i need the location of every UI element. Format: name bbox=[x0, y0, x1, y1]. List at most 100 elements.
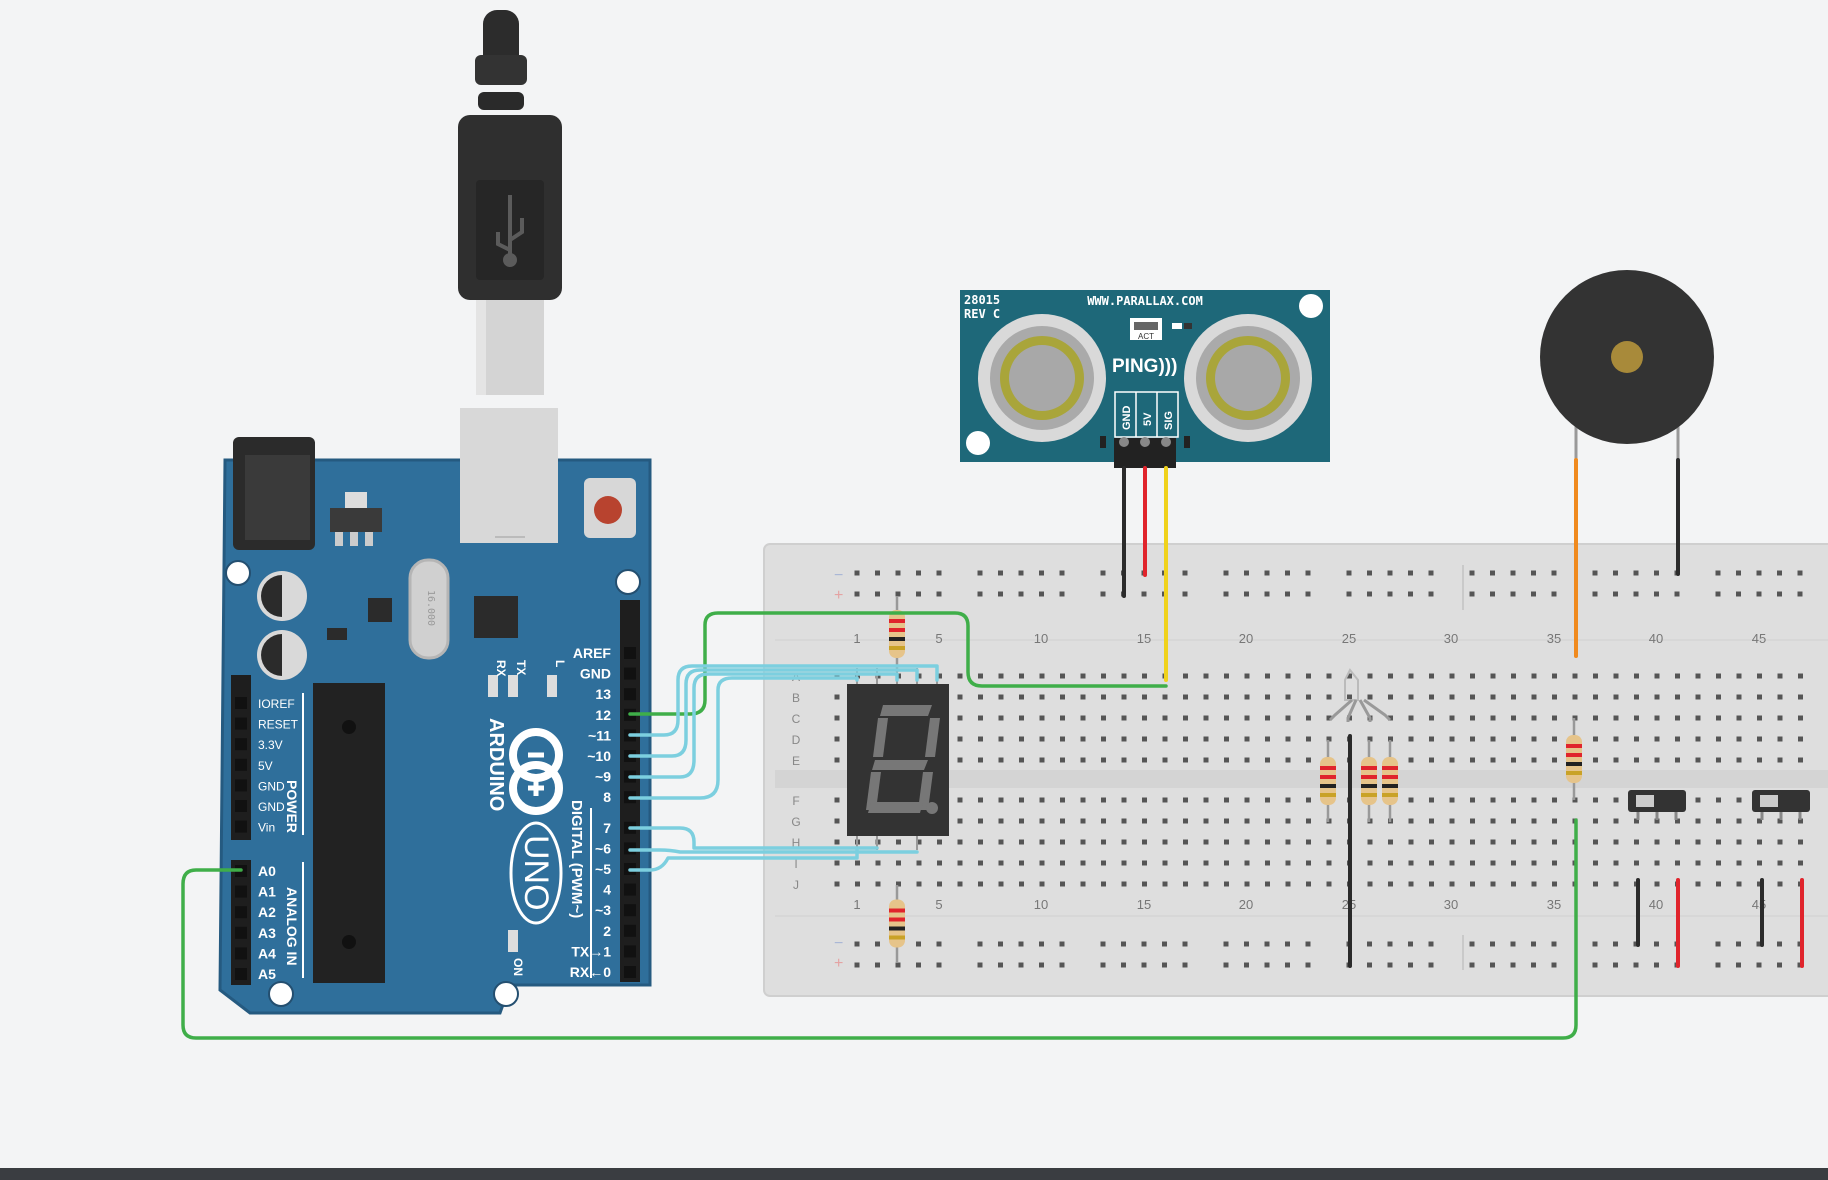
digital-section-label: DIGITAL (PWM~) bbox=[568, 800, 585, 918]
power-pin-label: GND bbox=[258, 779, 285, 793]
ping-part-number: 28015 bbox=[964, 293, 1000, 307]
usb-icon bbox=[496, 195, 524, 267]
seven-segment-digit bbox=[866, 705, 940, 814]
analog-pin-label: A3 bbox=[258, 925, 276, 941]
resistor[interactable] bbox=[1361, 740, 1377, 822]
slide-switch[interactable] bbox=[1628, 790, 1686, 820]
wire-green-pin12 bbox=[628, 611, 1168, 716]
digital-pin-label: ~9 bbox=[595, 769, 611, 785]
power-pin-label: 3.3V bbox=[258, 738, 283, 752]
analog-pin-label: A0 bbox=[258, 863, 276, 879]
column-number-top: 5 bbox=[935, 631, 942, 646]
crystal-label: 16.000 bbox=[425, 590, 436, 626]
resistor-group[interactable] bbox=[889, 596, 1582, 962]
digital-pin-label: ~6 bbox=[595, 840, 611, 856]
wire-cyan bbox=[628, 848, 859, 872]
slide-switch[interactable] bbox=[1752, 790, 1810, 820]
digital-pin-label: ~11 bbox=[588, 727, 611, 743]
wire-cyan bbox=[628, 826, 879, 850]
ultrasonic-transducer bbox=[978, 314, 1106, 442]
resistor[interactable] bbox=[1382, 740, 1398, 822]
column-number-bottom: 40 bbox=[1649, 897, 1663, 912]
row-letter: G bbox=[791, 815, 800, 829]
analog-section-label: ANALOG IN bbox=[284, 887, 300, 966]
digital-pin-label: 12 bbox=[595, 707, 611, 723]
power-pin-label: Vin bbox=[258, 821, 275, 835]
rail-minus-bottom: − bbox=[834, 935, 843, 952]
column-number-bottom: 30 bbox=[1444, 897, 1458, 912]
column-number-bottom: 10 bbox=[1034, 897, 1048, 912]
wire-cyan bbox=[628, 668, 919, 758]
analog-header bbox=[231, 860, 251, 985]
digital-pin-label: ~10 bbox=[587, 748, 611, 764]
ping-revision: REV C bbox=[964, 307, 1000, 321]
ping-pin-gnd: GND bbox=[1121, 406, 1133, 431]
breadboard[interactable]: − + − + 11551010151520202525303035354040… bbox=[763, 543, 1828, 997]
wire-cyan bbox=[628, 676, 859, 800]
column-number-top: 15 bbox=[1137, 631, 1151, 646]
rail-minus-top: − bbox=[834, 567, 843, 584]
row-letter: F bbox=[792, 794, 799, 808]
capacitor bbox=[257, 630, 307, 680]
row-letter: C bbox=[792, 712, 801, 726]
column-number-top: 25 bbox=[1342, 631, 1356, 646]
analog-pin-label: A2 bbox=[258, 904, 276, 920]
ping-pin-5v: 5V bbox=[1142, 412, 1154, 426]
resistor[interactable] bbox=[1320, 740, 1336, 822]
column-number-top: 45 bbox=[1752, 631, 1766, 646]
wire-cyan bbox=[628, 664, 939, 737]
column-number-top: 35 bbox=[1547, 631, 1561, 646]
digital-pin-label: 2 bbox=[603, 923, 611, 939]
rail-plus-bottom: + bbox=[834, 955, 843, 972]
digital-pin-label: 13 bbox=[595, 686, 611, 702]
resistor[interactable] bbox=[889, 885, 905, 962]
digital-pin-label: 4 bbox=[603, 882, 611, 898]
wire-cyan bbox=[628, 848, 919, 854]
on-led-label: ON bbox=[511, 958, 525, 976]
row-letter: J bbox=[793, 878, 799, 892]
rail-plus-top: + bbox=[834, 587, 843, 604]
power-pin-label: 5V bbox=[258, 759, 273, 773]
rx-led-label: RX bbox=[494, 660, 508, 677]
resistor[interactable] bbox=[1566, 718, 1582, 800]
digital-pin-label: ~5 bbox=[595, 861, 611, 877]
column-number-bottom: 20 bbox=[1239, 897, 1253, 912]
wire-cyan bbox=[628, 672, 899, 779]
wire-green-a0 bbox=[181, 818, 1578, 1040]
bottom-toolbar bbox=[0, 1168, 1828, 1180]
act-label: ACT bbox=[1138, 332, 1154, 341]
column-number-bottom: 5 bbox=[935, 897, 942, 912]
power-pin-label: IOREF bbox=[258, 697, 295, 711]
row-letter: D bbox=[792, 733, 801, 747]
row-letter: E bbox=[792, 754, 800, 768]
row-letter: B bbox=[792, 691, 800, 705]
analog-pin-label: A1 bbox=[258, 884, 276, 900]
resistor[interactable] bbox=[889, 596, 905, 672]
analog-pin-label: A4 bbox=[258, 945, 276, 961]
ping-ultrasonic-sensor[interactable]: 28015 REV C WWW.PARALLAX.COM ACT PING)))… bbox=[960, 290, 1330, 468]
usb-port bbox=[460, 408, 558, 543]
reset-button[interactable] bbox=[584, 478, 636, 538]
ping-website: WWW.PARALLAX.COM bbox=[1087, 294, 1203, 308]
l-led-label: L bbox=[553, 660, 567, 667]
capacitor bbox=[257, 571, 307, 621]
digital-pin-label: 7 bbox=[603, 820, 611, 836]
row-letter: I bbox=[794, 857, 797, 871]
column-number-top: 40 bbox=[1649, 631, 1663, 646]
usb-cable[interactable] bbox=[458, 10, 562, 395]
tx-led-label: TX bbox=[514, 660, 528, 675]
seven-segment-display[interactable] bbox=[847, 668, 949, 850]
arduino-brand: ARDUINO bbox=[485, 718, 507, 811]
row-letter: H bbox=[792, 836, 801, 850]
arduino-uno-board[interactable]: 16.000 RX TX L ARDUINO UNO ON IOREFRESET… bbox=[218, 408, 652, 1015]
power-header bbox=[231, 675, 251, 840]
piezo-buzzer[interactable] bbox=[1540, 270, 1714, 460]
digital-pin-label: 8 bbox=[603, 789, 611, 805]
wires[interactable] bbox=[181, 458, 1804, 1040]
power-section-label: POWER bbox=[284, 780, 300, 833]
column-number-top: 10 bbox=[1034, 631, 1048, 646]
rgb-led[interactable] bbox=[1328, 668, 1392, 722]
